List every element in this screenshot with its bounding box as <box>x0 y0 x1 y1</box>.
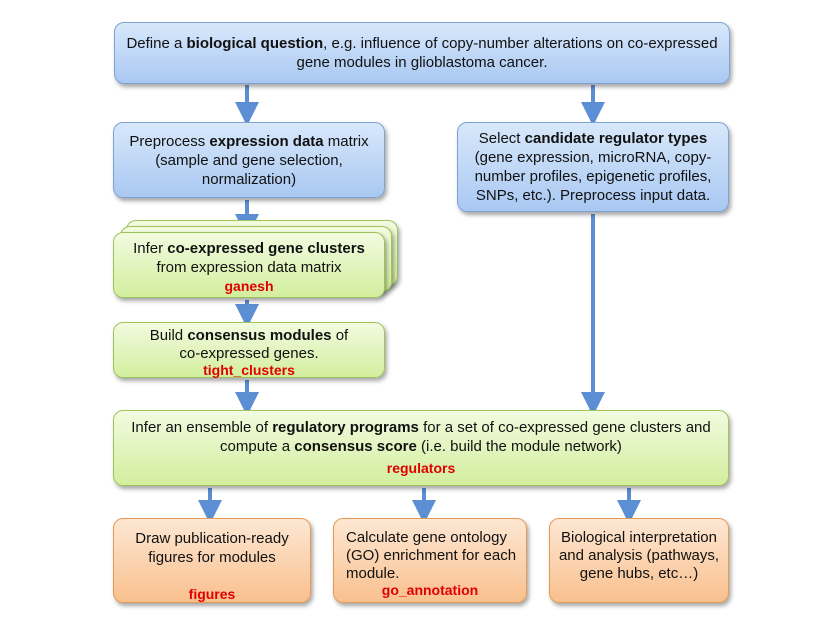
figures-line1: Draw publication-ready <box>135 530 289 547</box>
preprocess-line3: normalization) <box>201 170 297 188</box>
gene-clusters-box: Infer co-expressed gene clusters from ex… <box>113 232 385 298</box>
function-tight-clusters: tight_clusters <box>203 362 295 378</box>
clusters-line2: from expression data matrix <box>156 259 342 276</box>
preprocess-post: matrix <box>323 132 369 150</box>
regulators-post: for a set of co-expressed gene clusters … <box>418 419 711 436</box>
figures-box: Draw publication-ready figures for modul… <box>113 518 311 603</box>
function-regulators: regulators <box>386 460 456 476</box>
consensus-bold: consensus modules <box>187 327 332 344</box>
interpretation-box: Biological interpretation and analysis (… <box>549 518 729 603</box>
candidate-line3: number profiles, epigenetic profiles, <box>474 168 712 185</box>
candidate-regulators-box: Select candidate regulator types (gene e… <box>457 122 729 212</box>
question-bold: biological question <box>186 35 324 52</box>
candidate-pre: Select <box>478 130 525 147</box>
interpretation-line2: and analysis (pathways, <box>558 547 720 564</box>
candidate-line2: (gene expression, microRNA, copy- <box>474 149 712 166</box>
function-figures: figures <box>188 586 236 602</box>
question-line2: gene modules in glioblastoma cancer. <box>296 54 548 71</box>
candidate-line4: SNPs, etc.). Preprocess input data. <box>475 187 711 204</box>
regulators-pre: Infer an ensemble of <box>131 419 273 436</box>
question-post: , e.g. influence of copy-number alterati… <box>323 35 718 52</box>
regulators-line2-pre: compute a <box>220 438 295 455</box>
regulators-bold: regulatory programs <box>272 419 419 436</box>
regulators-line2-post: (i.e. build the module network) <box>416 438 622 455</box>
consensus-line2: co-expressed genes. <box>179 345 319 362</box>
go-line1: Calculate gene ontology <box>346 529 507 546</box>
interpretation-line1: Biological interpretation <box>561 529 717 546</box>
candidate-bold: candidate regulator types <box>524 130 708 147</box>
function-go-annotation: go_annotation <box>381 582 479 598</box>
regulatory-programs-box: Infer an ensemble of regulatory programs… <box>113 410 729 486</box>
preprocess-pre: Preprocess <box>129 132 210 150</box>
go-enrichment-box: Calculate gene ontology (GO) enrichment … <box>333 518 527 603</box>
preprocess-expression-box: Preprocess expression data matrix (sampl… <box>113 122 385 198</box>
consensus-pre: Build <box>149 327 188 344</box>
question-pre: Define a <box>126 35 187 52</box>
consensus-modules-box: Build consensus modules of co-expressed … <box>113 322 385 378</box>
consensus-post: of <box>331 327 349 344</box>
go-line2: (GO) enrichment for each <box>346 547 517 564</box>
preprocess-bold: expression data <box>209 132 324 150</box>
regulators-line2-bold: consensus score <box>294 438 417 455</box>
clusters-pre: Infer <box>133 240 168 257</box>
clusters-bold: co-expressed gene clusters <box>167 240 365 257</box>
preprocess-line2: (sample and gene selection, <box>155 151 343 169</box>
interpretation-line3: gene hubs, etc…) <box>579 565 699 582</box>
biological-question-box: Define a biological question, e.g. influ… <box>114 22 730 84</box>
function-ganesh: ganesh <box>224 278 274 294</box>
go-line3: module. <box>346 565 400 582</box>
figures-line2: figures for modules <box>148 549 276 566</box>
